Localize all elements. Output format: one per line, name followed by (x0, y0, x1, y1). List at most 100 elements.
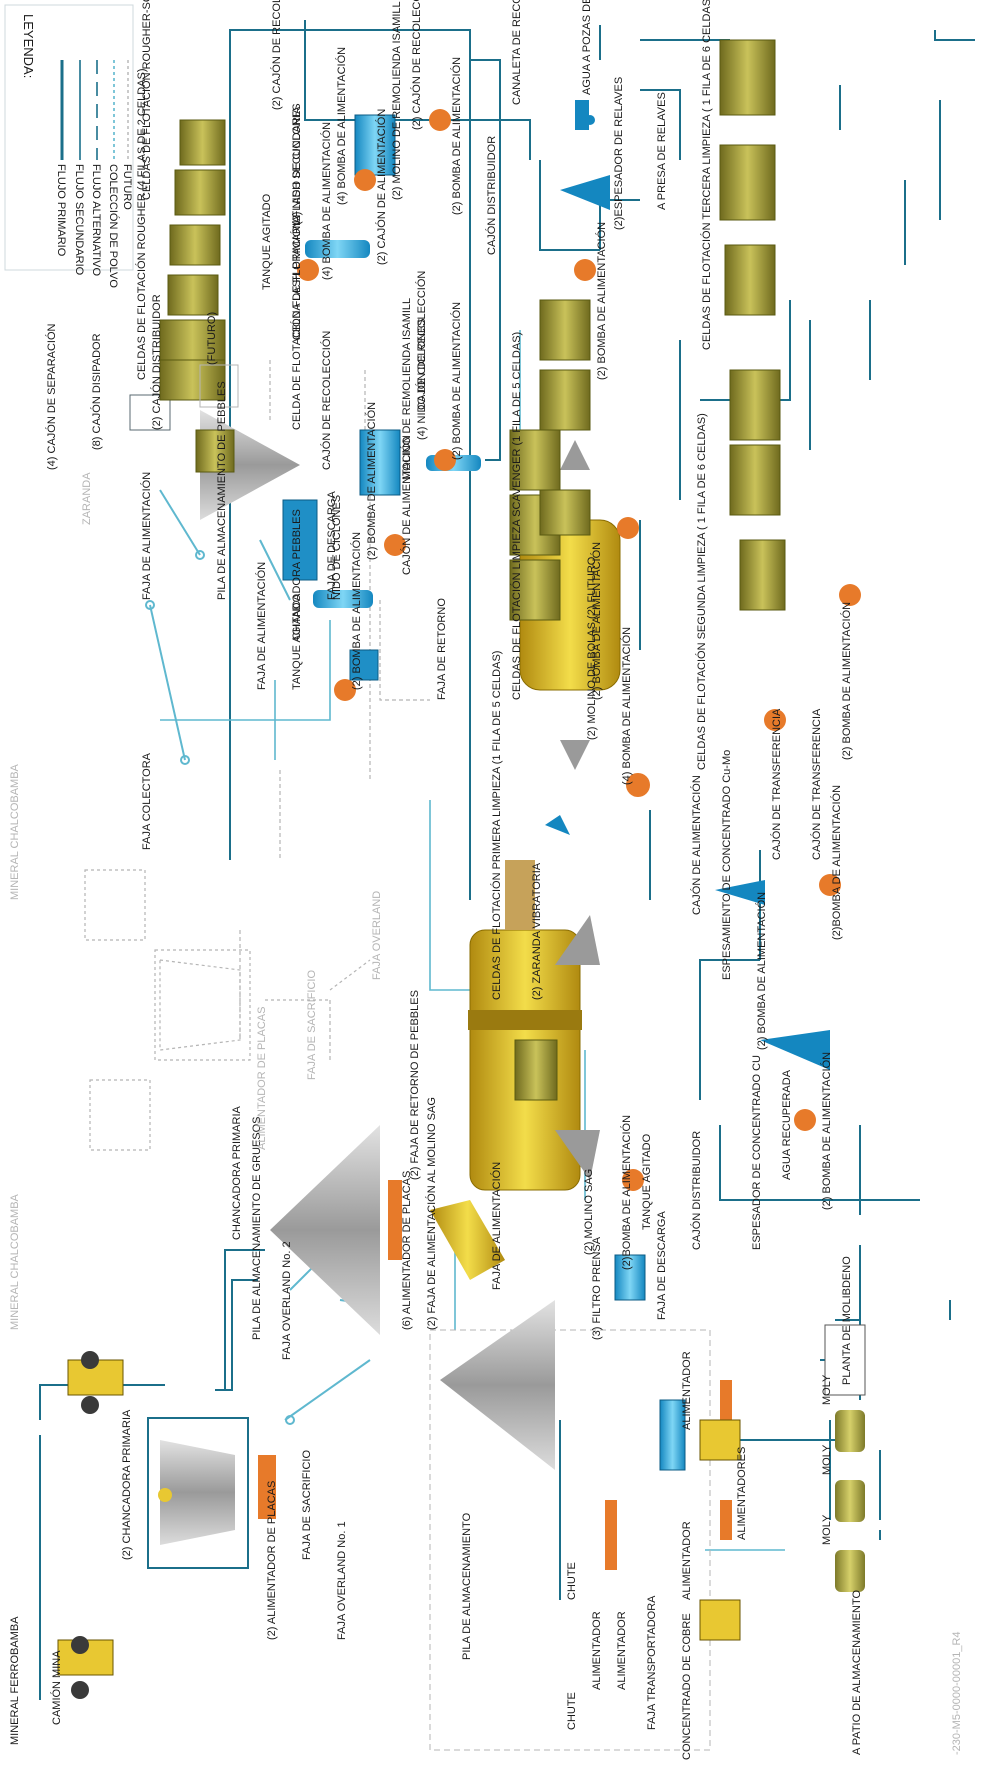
label-faja-overland-gris: FAJA OVERLAND (371, 891, 383, 980)
label-bomba-alimentacion: (2)BOMBA DE ALIMENTACIÓN (830, 785, 843, 940)
label-planta-molibdeno: PLANTA DE MOLIBDENO (841, 1256, 853, 1385)
flotation-cell (167, 274, 219, 316)
flotation-cell (174, 169, 226, 216)
label-faja-retorno-pebbles: (2) FAJA DE RETORNO DE PEBBLES (409, 990, 421, 1180)
label-chancadora-primaria-gris: CHANCADORA PRIMARIA (231, 1105, 243, 1240)
flotation-cell (159, 319, 226, 361)
moly-drum (835, 1410, 865, 1452)
label-tercera-limpieza: CELDAS DE FLOTACIÓN TERCERA LIMPIEZA ( 1… (700, 0, 713, 350)
vibrating-screen (545, 815, 570, 835)
label-chancadora-pebbles: CHANCADORA PEBBLES (291, 509, 303, 640)
pump-icon (434, 449, 456, 471)
moly-drum (835, 1550, 865, 1592)
truck-icon (699, 1599, 741, 1641)
storage-bins (659, 1399, 686, 1471)
label-document-number: -230-M5-0000-00001_R4 (951, 1631, 963, 1755)
label-bomba-alim-4: (4) BOMBA DE ALIMENTACIÓN (620, 627, 633, 785)
label-cajon-recoleccion-2: (2) CAJÓN DE RECOLECCIÓN (270, 0, 283, 110)
label-espesador-relaves: (2)ESPESADOR DE RELAVES (613, 77, 625, 230)
label-faja-sacrificio-gris: FAJA DE SACRIFICIO (306, 970, 318, 1080)
label-bomba-alimentacion: (2) BOMBA DE ALIMENTACIÓN (450, 302, 463, 460)
truck-icon (67, 1351, 124, 1414)
legend-box (4, 4, 134, 271)
label-agua-pozas: AGUA A POZAS DE AGUA DE PROCESOS (581, 0, 593, 95)
label-flash-secundaria: CELDA DE FLOTACIÓN FLASH SECUNDARIA (290, 106, 303, 340)
cyclone-nest-2 (305, 240, 370, 258)
labels: MINERAL FERROBAMBA MINERAL CHALCOBAMBA M… (9, 0, 963, 1760)
pump-icon (626, 773, 650, 797)
label-cajon-recoleccion: CAJÓN DE RECOLECCIÓN (320, 331, 333, 470)
label-mineral-ferrobamba: MINERAL FERROBAMBA (9, 1616, 21, 1745)
label-molino-isamill: MOLINO DE REMOLIENDA ISAMILL (401, 298, 413, 480)
label-tanque-agitado-3: TANQUE AGITADO (641, 1133, 653, 1230)
label-tanque-agitado-2: TANQUE AGITADO (261, 193, 273, 290)
label-celdas-rougher-scavenger: CELDAS DE FLOTACIÓN ROUGHER-SCAVENGER (4… (140, 0, 153, 200)
label-alimentadores: ALIMENTADORES (736, 1447, 748, 1540)
label-alimentador-placas-gris: ALIMENTADOR DE PLACAS (256, 1007, 268, 1150)
label-bomba-alimentacion: (2) BOMBA DE ALIMENTACIÓN (595, 222, 608, 380)
flotation-cell (539, 369, 591, 431)
label-tanque-agitado: TANQUE AGITADO (291, 593, 303, 690)
feeder (720, 1500, 732, 1540)
label-cajon-recoleccion: CAJÓN DE RECOLECCIÓN (415, 271, 428, 410)
label-faja-alimentacion-3: FAJA DE ALIMENTACIÓN (490, 1162, 503, 1290)
label-bomba-alimentacion-4: (4) BOMBA DE ALIMENTACIÓN (320, 122, 333, 280)
pump-icon (354, 169, 376, 191)
pump-icon (384, 534, 406, 556)
concentrate-stockpile (440, 1300, 555, 1470)
label-bomba-alimentacion: (2) BOMBA DE ALIMENTACIÓN (755, 892, 768, 1050)
concentrate-storage-boundary (429, 1329, 711, 1751)
label-faja-overland-1: FAJA OVERLAND No. 1 (336, 1521, 348, 1640)
label-faja-overland-2: FAJA OVERLAND No. 2 (281, 1241, 293, 1360)
legend-item-future: FUTURO (121, 164, 133, 210)
feeder (720, 1380, 732, 1420)
label-flash-primaria: CELDA DE FLOTACIÓN FLASH PRIMARIA (290, 215, 303, 430)
legend: LEYENDA: FLUJO PRIMARIO FLUJO SECUNDARIO… (4, 4, 134, 288)
label-cajon-distribuidor: CAJÓN DISTRIBUIDOR (485, 136, 498, 255)
ball-mill-support (560, 740, 590, 770)
label-bomba-alimentacion: (2) BOMBA DE ALIMENTACIÓN (350, 532, 363, 690)
distributor-box (129, 394, 171, 431)
legend-title: LEYENDA: (21, 14, 36, 78)
secondary-flow-lines (160, 330, 785, 1551)
label-agua-recuperada: AGUA RECUPERADA (781, 1069, 793, 1180)
label-alimentador-placas: (2) ALIMENTADOR DE PLACAS (266, 1481, 278, 1640)
label-bomba-alimentacion: (2) BOMBA DE ALIMENTACIÓN (840, 602, 853, 760)
label-pila-almacenamiento: PILA DE ALMACENAMIENTO (461, 1512, 473, 1660)
cleaner-area (297, 39, 861, 1101)
label-limpieza-scavenger: CELDAS DE FLOTACIÓN LIMPIEZA SCAVENGER (… (510, 332, 523, 700)
label-cajon-disipador: (8) CAJÓN DISIPADOR (90, 333, 103, 450)
label-alimentador-placas-6: (6) ALIMENTADOR DE PLACAS (401, 1171, 413, 1330)
label-molino-sag: (2) MOLINO SAG (583, 1169, 595, 1255)
label-bomba-alimentacion: (2) BOMBA DE ALIMENTACIÓN (820, 1052, 833, 1210)
pump-icon (764, 709, 786, 731)
flotation-cell (169, 224, 221, 266)
flotation-cell (509, 429, 561, 491)
isamill-mill-2 (354, 114, 396, 176)
truck-icon (57, 1636, 114, 1699)
label-camion-mina: CAMIÓN MINA (50, 1650, 63, 1725)
label-primera-limpieza: CELDAS DE FLOTACIÓN PRIMERA LIMPIEZA (1 … (490, 651, 503, 1000)
concentrate-area (429, 874, 866, 1751)
primary-crusher (147, 1417, 249, 1569)
plate-feeder (258, 1455, 276, 1519)
label-cajon-separacion: (4) CAJÓN DE SEPARACIÓN (45, 323, 58, 470)
label-cajon-recoleccion-2: (2) CAJÓN DE RECOLECCIÓN (410, 0, 423, 130)
pump-icon (622, 1169, 644, 1191)
label-bomba-alimentacion-4: (4) BOMBA DE ALIMENTACIÓN (335, 47, 348, 205)
pebbles-crusher-body (282, 499, 318, 581)
truck-icon (699, 1419, 741, 1461)
splitter-chute (349, 649, 379, 681)
label-filtro-prensa: (3) FILTRO PRENSA (591, 1236, 603, 1340)
cyclone-nest (313, 590, 373, 608)
label-nido-ciclones-4: (4) NIDO DE CICLONES (416, 318, 428, 440)
label-faja-retorno: FAJA DE RETORNO (436, 598, 448, 700)
label-cajon-alimentacion: CAJÓN DE ALIMENTACIÓN (400, 435, 413, 575)
label-cajon-alimentacion-2: (2) CAJÓN DE ALIMENTACIÓN (375, 109, 388, 265)
label-faja-alim-sag: (2) FAJA DE ALIMENTACIÓN AL MOLINO SAG (425, 1097, 438, 1330)
flotation-cell (539, 489, 591, 536)
filter-press (614, 1254, 646, 1301)
flotation-cell (159, 359, 226, 401)
